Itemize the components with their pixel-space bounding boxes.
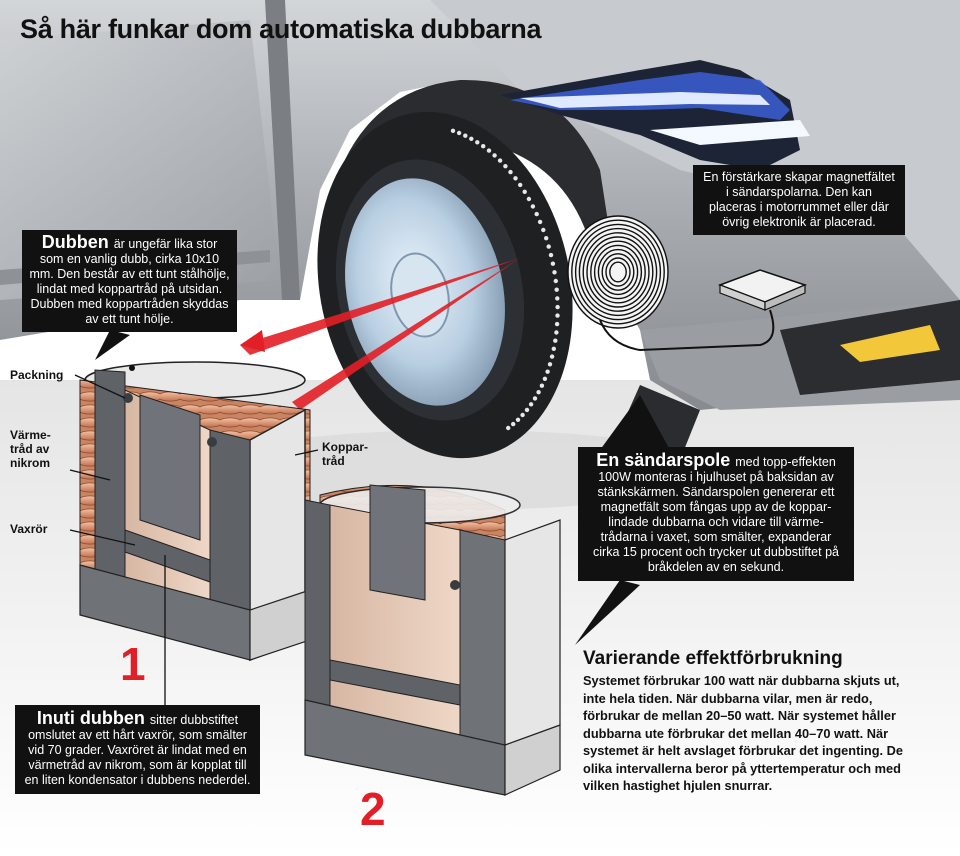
tyre-stud	[511, 421, 516, 427]
coil-winding	[571, 219, 665, 325]
inuti-callout: Inuti dubben sitter dubbstiftet omslutet…	[15, 705, 260, 794]
sender-coil	[567, 215, 669, 329]
tyre-stud	[492, 153, 497, 158]
tyre-stud	[450, 128, 456, 133]
car	[0, 0, 960, 460]
dubben-heading: Dubben	[41, 232, 114, 252]
tyre-stud	[548, 252, 554, 258]
amplifier-callout: En förstärkare skapar magnet­fältet i sä…	[693, 165, 905, 235]
tyre-stud	[463, 133, 468, 138]
tyre-stud	[555, 304, 560, 310]
tyre-stud	[550, 261, 556, 266]
effect-text: Systemet förbrukar 100 watt när dubbarna…	[583, 673, 904, 793]
sendarspole-callout: En sändarspole med topp-effekten 100W mo…	[578, 447, 854, 581]
tyre-stud	[554, 287, 559, 292]
tyre-stud	[515, 417, 521, 422]
coil-winding	[601, 253, 635, 291]
step-1-number: 1	[120, 638, 146, 690]
tyre-stud	[554, 321, 560, 327]
zoom-arrow	[240, 258, 520, 410]
tyre-stud	[530, 204, 536, 209]
tyre-stud	[497, 158, 503, 163]
amplifier-unit	[599, 269, 808, 352]
tyre-stud	[469, 136, 474, 141]
tyre-stud	[555, 313, 560, 318]
coil-winding	[593, 244, 643, 300]
dubben-callout: Dubben är ungefär lika stor som en vanli…	[22, 230, 237, 332]
tyre-stud	[522, 189, 527, 194]
sendarspole-heading: En sändarspole	[596, 450, 736, 470]
effect-heading: Varierande effektförbrukning	[583, 648, 843, 669]
tyre-stud	[554, 330, 559, 335]
coil-winding	[605, 257, 631, 287]
sendarspole-callout-tail-lower	[575, 580, 640, 645]
stud-cutaway-1	[79, 361, 311, 662]
coil-winding	[609, 261, 627, 283]
tyre-stud	[552, 270, 557, 275]
tyre-stud	[537, 219, 543, 225]
tyre-stud	[545, 369, 550, 374]
tyre-stud	[542, 376, 548, 381]
tyre-stud	[513, 176, 518, 181]
sendarspole-text: med topp-effekten 100W monteras i hjulhu…	[593, 455, 839, 574]
step-2-number: 2	[360, 783, 386, 835]
tyre-stud	[534, 211, 539, 217]
label-leaders	[69, 374, 319, 710]
tyre-stud	[553, 278, 558, 284]
tyre-stud	[520, 412, 525, 418]
sendarspole-callout-tail	[600, 395, 670, 450]
dubben-callout-tail	[95, 330, 130, 360]
label-vaxror: Vaxrör	[10, 522, 48, 536]
tyre-stud	[546, 244, 551, 249]
stud-cutaway-2	[304, 484, 561, 796]
tyre-stud	[503, 164, 508, 169]
page-title: Så här funkar dom automatiska dubbarna	[20, 14, 542, 44]
coil-winding	[574, 223, 662, 321]
coil-winding	[590, 240, 646, 304]
tyre-stud	[456, 130, 462, 136]
coil-winding	[586, 236, 650, 308]
label-varmetrad: Värme- tråd av nikrom	[10, 428, 51, 470]
tyre-stud	[544, 236, 549, 241]
coil-winding	[597, 248, 639, 296]
tyre-stud	[555, 296, 560, 301]
tyre-stud	[486, 148, 492, 153]
tyre-stud	[481, 144, 486, 149]
tyre-stud	[539, 383, 545, 388]
tyre-stud	[506, 425, 511, 431]
tyre-stud	[536, 390, 541, 395]
tyre-stud	[551, 346, 556, 351]
tyre-stud	[508, 169, 513, 175]
tyre-stud	[549, 354, 555, 359]
amplifier-text: En förstärkare skapar magnet­fältet i sä…	[703, 170, 895, 229]
inuti-text: sitter dubbstiftet omslutet av ett hårt …	[24, 713, 251, 787]
dubben-text: är ungefär lika stor som en vanlig dubb,…	[29, 237, 230, 326]
label-koppartrad: Koppar- tråd	[322, 440, 368, 468]
label-packning: Packning	[10, 368, 64, 382]
inuti-heading: Inuti dubben	[36, 708, 150, 728]
coil-winding	[578, 227, 658, 317]
tyre-stud	[553, 338, 558, 343]
tyre-stud	[547, 362, 553, 367]
tyre-stud	[475, 140, 480, 145]
coil-winding	[582, 232, 654, 312]
tyre-stud	[528, 402, 534, 407]
tyre-stud	[518, 182, 523, 188]
tyre-stud	[526, 196, 532, 202]
tyre-stud	[532, 396, 538, 401]
tyre-stud	[524, 407, 530, 413]
tyre-stud	[541, 227, 546, 233]
